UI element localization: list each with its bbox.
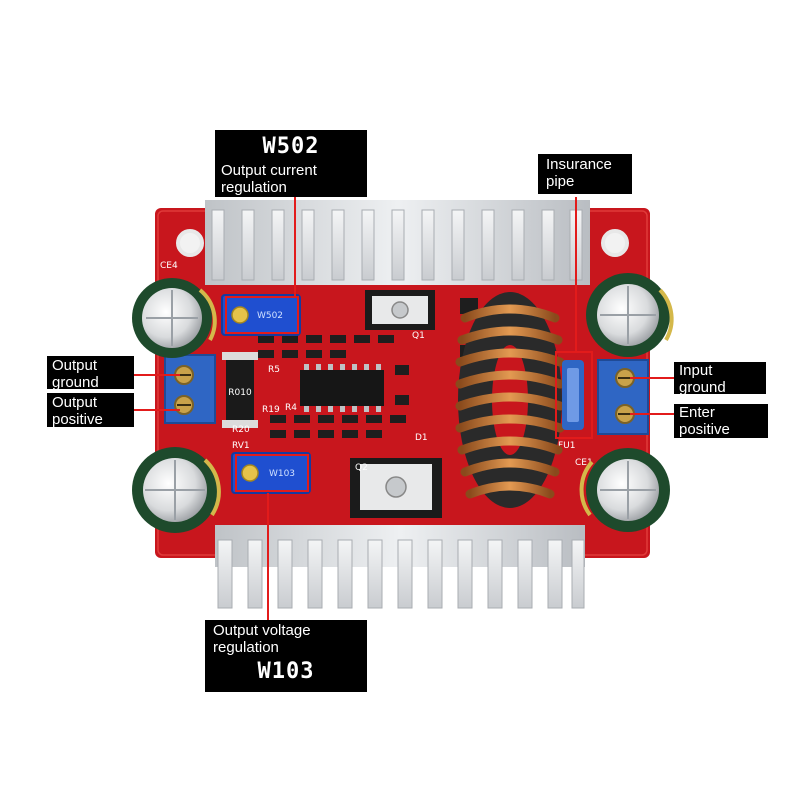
callout-w502-code: W502 (262, 134, 320, 159)
label-r010: R010 (228, 388, 252, 398)
callout-w103-code: W103 (257, 659, 315, 684)
callout-w502-line2: regulation (221, 179, 287, 196)
callout-fuse: Insurance pipe (538, 154, 632, 194)
label-r19: R19 (262, 405, 280, 415)
callout-input-ground-line2: ground (679, 379, 726, 396)
capacitor-icon (579, 448, 670, 532)
label-w502-pot: W502 (257, 311, 283, 321)
label-q1: Q1 (412, 331, 425, 341)
top-heatsink-icon (205, 200, 590, 285)
screw-terminal-icon (164, 354, 216, 424)
label-w103-pot: W103 (269, 469, 295, 479)
callout-output-ground-line1: Output (52, 357, 98, 374)
callout-w502: W502 Output current regulation (215, 130, 367, 197)
callout-input-positive-line1: Enter (679, 404, 715, 421)
callout-input-positive: Enter positive (674, 404, 768, 438)
capacitor-icon (132, 278, 217, 358)
label-ce1: CE1 (575, 458, 593, 468)
callout-output-positive-line2: positive (52, 411, 103, 428)
callout-input-ground-line1: Input (679, 362, 713, 379)
callout-fuse-line1: Insurance (546, 156, 612, 173)
callout-input-positive-line2: positive (679, 421, 730, 438)
potentiometer-icon: W502 (221, 294, 301, 336)
label-d1: D1 (415, 433, 428, 443)
ic-chip (300, 364, 384, 412)
potentiometer-icon: W103 (231, 452, 311, 494)
mosfet-bottom (350, 458, 442, 518)
callout-w103-line1: Output voltage (213, 622, 311, 639)
mosfet-top (365, 290, 435, 330)
shunt-resistor: R010 (222, 352, 258, 428)
label-r5: R5 (268, 365, 280, 375)
callout-output-positive: Output positive (47, 393, 134, 428)
callout-output-ground-line2: ground (52, 374, 99, 391)
label-q2: Q2 (355, 463, 368, 473)
fuse-icon (562, 360, 584, 430)
callout-output-ground: Output ground (47, 356, 134, 391)
callout-output-positive-line1: Output (52, 394, 98, 411)
label-r4: R4 (285, 403, 297, 413)
toroid-inductor-icon (455, 292, 565, 508)
label-fu1: FU1 (558, 441, 576, 451)
leader-lines (134, 197, 674, 625)
callout-input-ground: Input ground (674, 362, 766, 396)
label-r20: R20 (232, 425, 250, 435)
label-ce4: CE4 (160, 261, 178, 271)
bottom-heatsink-icon (215, 525, 585, 609)
callout-w502-line1: Output current (221, 162, 317, 179)
label-rv1: RV1 (232, 441, 250, 451)
highlight-frames (225, 296, 593, 492)
callout-w103-line2: regulation (213, 639, 279, 656)
mounting-hole-icon (176, 229, 629, 257)
capacitor-icon (132, 447, 221, 533)
callout-w103: Output voltage regulation W103 (205, 620, 367, 692)
capacitor-icon (586, 273, 674, 357)
callout-fuse-line2: pipe (546, 173, 575, 190)
screw-terminal-icon (597, 359, 649, 435)
